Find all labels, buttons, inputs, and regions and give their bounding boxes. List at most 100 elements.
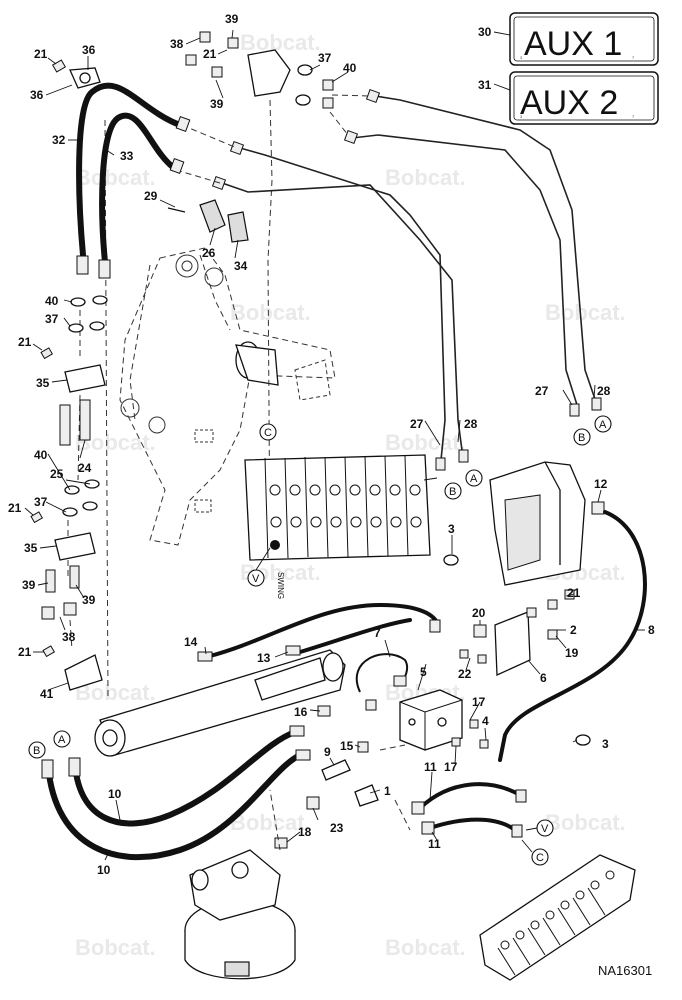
callout-3: 3 (602, 737, 609, 751)
watermark: Bobcat. (545, 810, 626, 835)
connector-b (573, 428, 591, 446)
svg-text:A: A (599, 419, 607, 431)
callout-17: 17 (444, 760, 458, 774)
callout-39: 39 (22, 578, 36, 592)
svg-text:A: A (470, 473, 478, 485)
callout-31: 31 (478, 78, 492, 92)
hoses-13-14 (197, 602, 441, 662)
callout-39: 39 (225, 12, 239, 26)
callout-35: 35 (36, 376, 50, 390)
callout-labels: 30 31 21 36 36 32 33 29 26 34 38 39 21 3… (8, 12, 655, 877)
connector-a (465, 469, 483, 487)
callout-24: 24 (78, 461, 92, 475)
callout-9: 9 (324, 745, 331, 759)
callout-4: 4 (482, 714, 489, 728)
callout-21: 21 (34, 47, 48, 61)
aux1-fine-print: 3 (520, 55, 523, 60)
callout-21: 21 (567, 586, 581, 600)
callout-22: 22 (458, 667, 472, 681)
callout-26: 26 (202, 246, 216, 260)
fasteners-right (443, 554, 591, 749)
callout-19: 19 (565, 646, 579, 660)
swing-label: SWING (276, 572, 285, 599)
callout-10: 10 (97, 863, 111, 877)
callout-7: 7 (374, 626, 381, 640)
connector-a (594, 415, 612, 433)
callout-36: 36 (82, 43, 96, 57)
svg-text:C: C (536, 852, 544, 864)
callout-27: 27 (535, 384, 549, 398)
hoses-32-33 (76, 82, 191, 279)
callout-37: 37 (45, 312, 59, 326)
callout-23: 23 (330, 821, 344, 835)
tube-fittings (211, 88, 602, 471)
callout-21: 21 (18, 335, 32, 349)
callout-39: 39 (210, 97, 224, 111)
callout-28: 28 (464, 417, 478, 431)
top-fittings (185, 31, 334, 109)
hoses-11 (411, 782, 527, 838)
watermark: Bobcat. (240, 30, 321, 55)
callout-38: 38 (62, 630, 76, 644)
swing-motor (184, 849, 296, 980)
clamp-36 (51, 59, 101, 89)
callout-16: 16 (294, 705, 308, 719)
callout-21: 21 (203, 47, 217, 61)
callout-29: 29 (144, 189, 158, 203)
left-fitting-stack (30, 295, 108, 691)
svg-text:B: B (449, 486, 456, 498)
callout-1: 1 (384, 784, 391, 798)
drawing-reference-code: NA16301 (598, 963, 652, 978)
callout-12: 12 (594, 477, 608, 491)
callout-25: 25 (50, 467, 64, 481)
svg-text:C: C (264, 427, 272, 439)
boom-structure (104, 99, 336, 701)
callout-10: 10 (108, 787, 122, 801)
watermark: Bobcat. (385, 165, 466, 190)
watermark: Bobcat. (75, 935, 156, 960)
callout-34: 34 (234, 259, 248, 273)
callout-2: 2 (570, 623, 577, 637)
callout-13: 13 (257, 651, 271, 665)
callout-14: 14 (184, 635, 198, 649)
connector-b (444, 482, 462, 500)
aux2-text: AUX 2 (520, 84, 618, 122)
callout-15: 15 (340, 739, 354, 753)
svg-text:B: B (578, 432, 585, 444)
watermark: Bobcat. (385, 430, 466, 455)
mount-bracket-right (489, 461, 605, 586)
brackets-26-34 (167, 199, 249, 243)
control-valve-lower (479, 854, 636, 981)
callout-11: 11 (424, 760, 437, 774)
callout-37: 37 (318, 51, 332, 65)
callout-20: 20 (472, 606, 486, 620)
steel-tubes (221, 95, 597, 471)
callout-37: 37 (34, 495, 48, 509)
callout-28: 28 (597, 384, 611, 398)
aux2-decal: AUX 2 3 7 (509, 71, 659, 125)
callout-39: 39 (82, 593, 96, 607)
svg-text:V: V (541, 823, 549, 835)
aux1-text: AUX 1 (524, 25, 622, 63)
connector-markers: B A B A B A C V V C (28, 415, 612, 866)
watermark: Bobcat. (75, 165, 156, 190)
callout-3: 3 (448, 522, 455, 536)
aux1-fine-print: 7 (632, 55, 635, 60)
valve-block-5 (399, 689, 463, 751)
sensor-7 (355, 653, 409, 711)
connector-c (531, 848, 549, 866)
connector-c (259, 423, 277, 441)
callout-36: 36 (30, 88, 44, 102)
svg-text:V: V (252, 573, 260, 585)
callout-21: 21 (18, 645, 32, 659)
watermark: Bobcat. (385, 935, 466, 960)
callout-11: 11 (428, 837, 441, 851)
aux1-decal: AUX 1 3 7 (509, 12, 659, 66)
watermark: Bobcat. (230, 810, 311, 835)
callout-33: 33 (120, 149, 134, 163)
callout-41: 41 (40, 687, 54, 701)
connector-b (28, 741, 46, 759)
callout-40: 40 (343, 61, 357, 75)
hose-8 (498, 510, 647, 762)
